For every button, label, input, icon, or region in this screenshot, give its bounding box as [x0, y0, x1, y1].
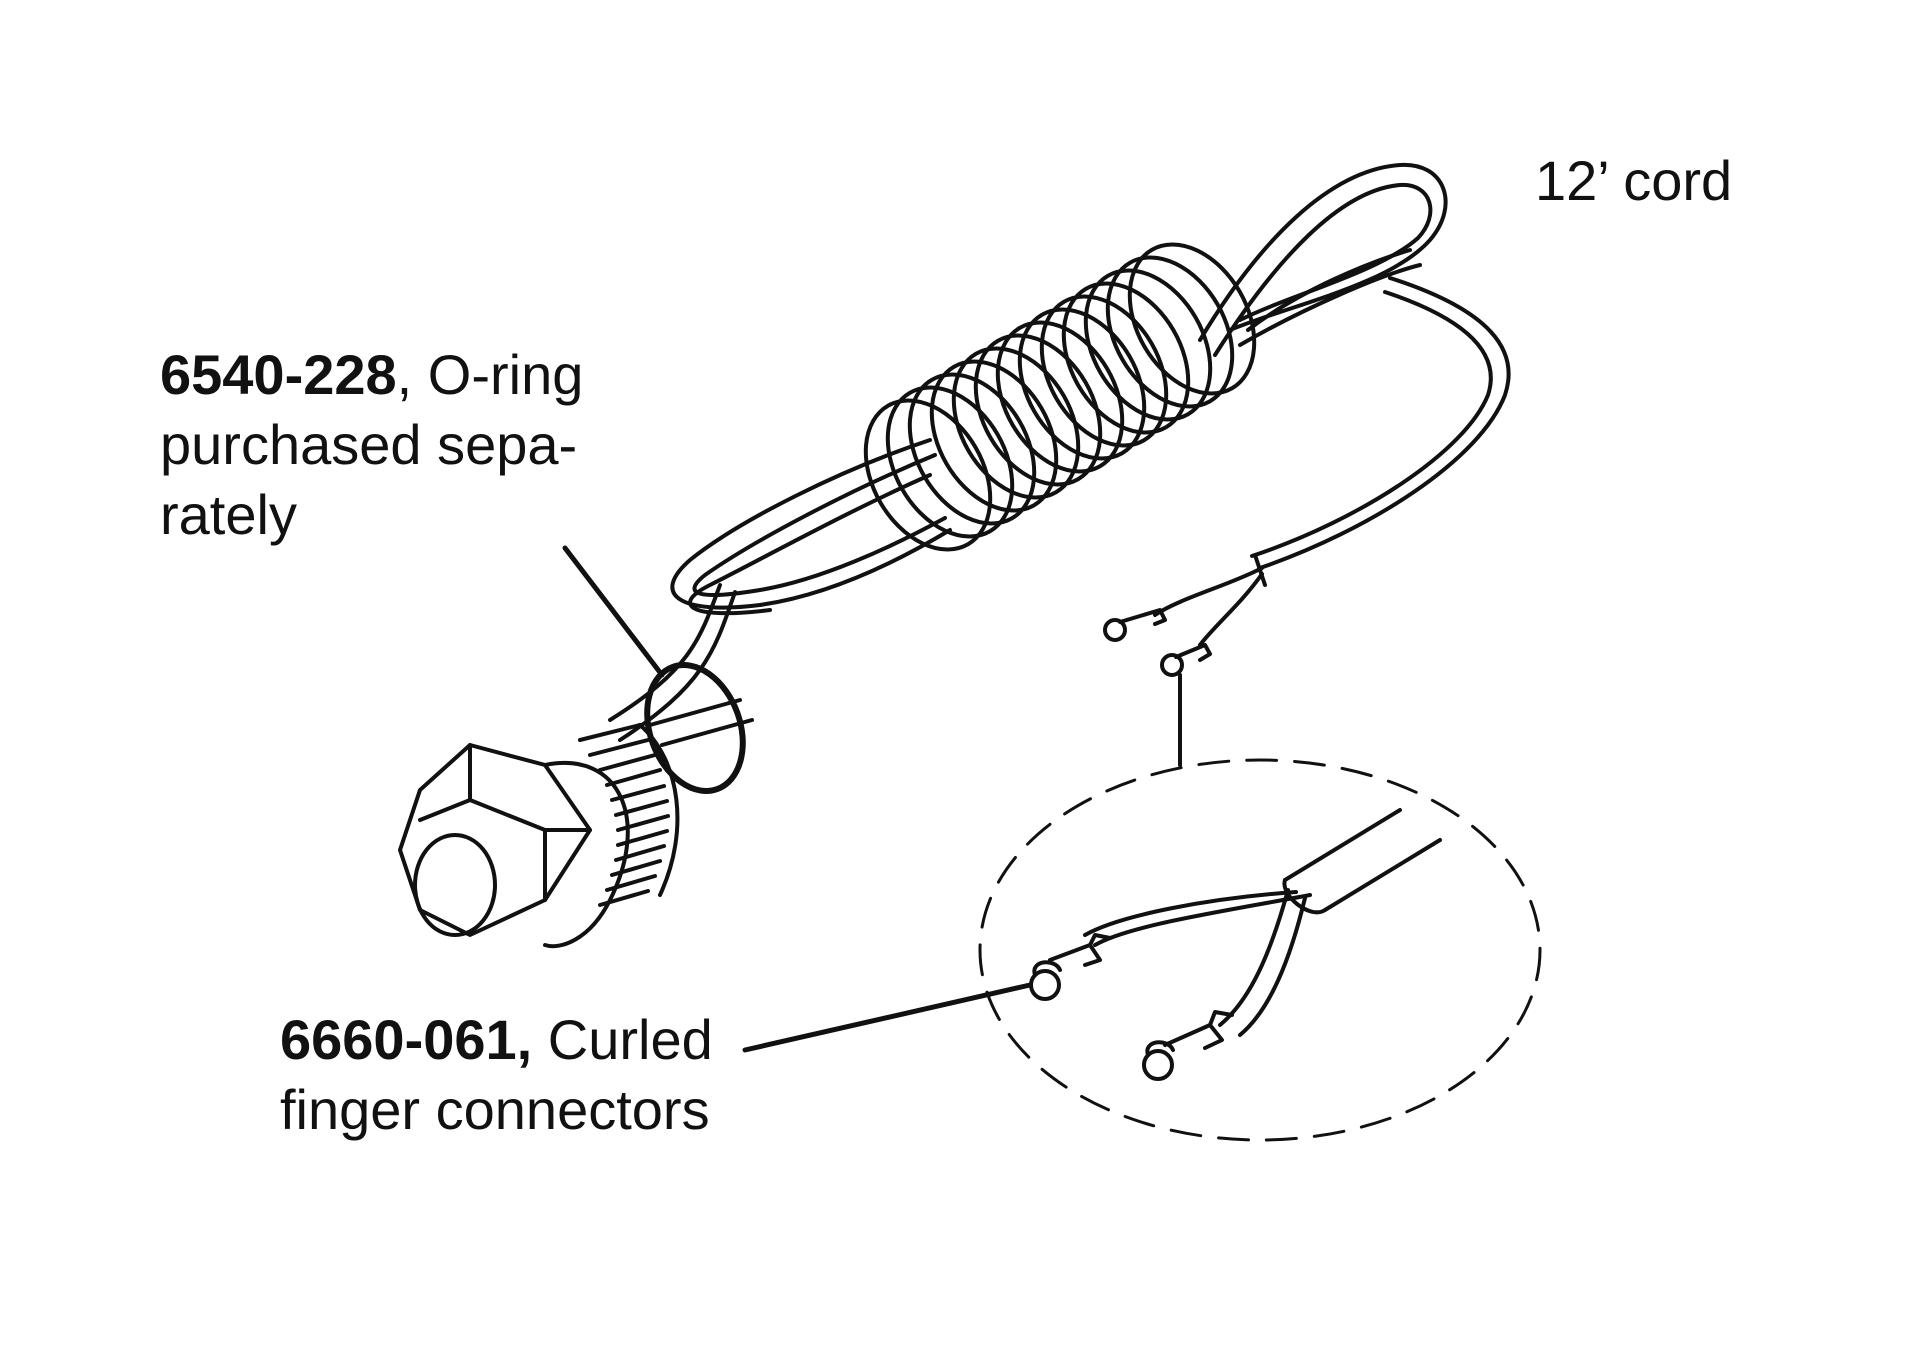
cord-upper-loop	[1198, 162, 1448, 357]
connector-detail	[1029, 808, 1442, 1081]
connector-description: Curled	[532, 1008, 713, 1071]
connector-detail-outline	[978, 758, 1542, 1142]
connector-callout: 6660-061, Curled finger connectors	[280, 1005, 713, 1145]
oring-part-number: 6540-228	[160, 343, 397, 406]
oring-callout-line1: 6540-228, O-ring	[160, 340, 583, 410]
oring-callout-line2: purchased sepa-	[160, 413, 578, 476]
oring-callout-line3: rately	[160, 483, 297, 546]
cord-lower-loop	[670, 438, 952, 616]
connector-part-number: 6660-061,	[280, 1008, 533, 1071]
sensor-body	[398, 723, 680, 949]
oring-description: , O-ring	[396, 343, 584, 406]
connector-callout-line1: 6660-061, Curled	[280, 1005, 713, 1075]
oring-leader-line	[562, 545, 665, 678]
cord-coil-wrap	[863, 242, 1257, 552]
o-ring	[644, 662, 746, 794]
connector-leader-line	[742, 982, 1033, 1053]
cord-length-label: 12’ cord	[1535, 149, 1733, 212]
oring-callout: 6540-228, O-ring purchased sepa- rately	[160, 340, 583, 550]
connector-callout-line2: finger connectors	[280, 1078, 710, 1141]
cord-tail	[1103, 276, 1511, 677]
